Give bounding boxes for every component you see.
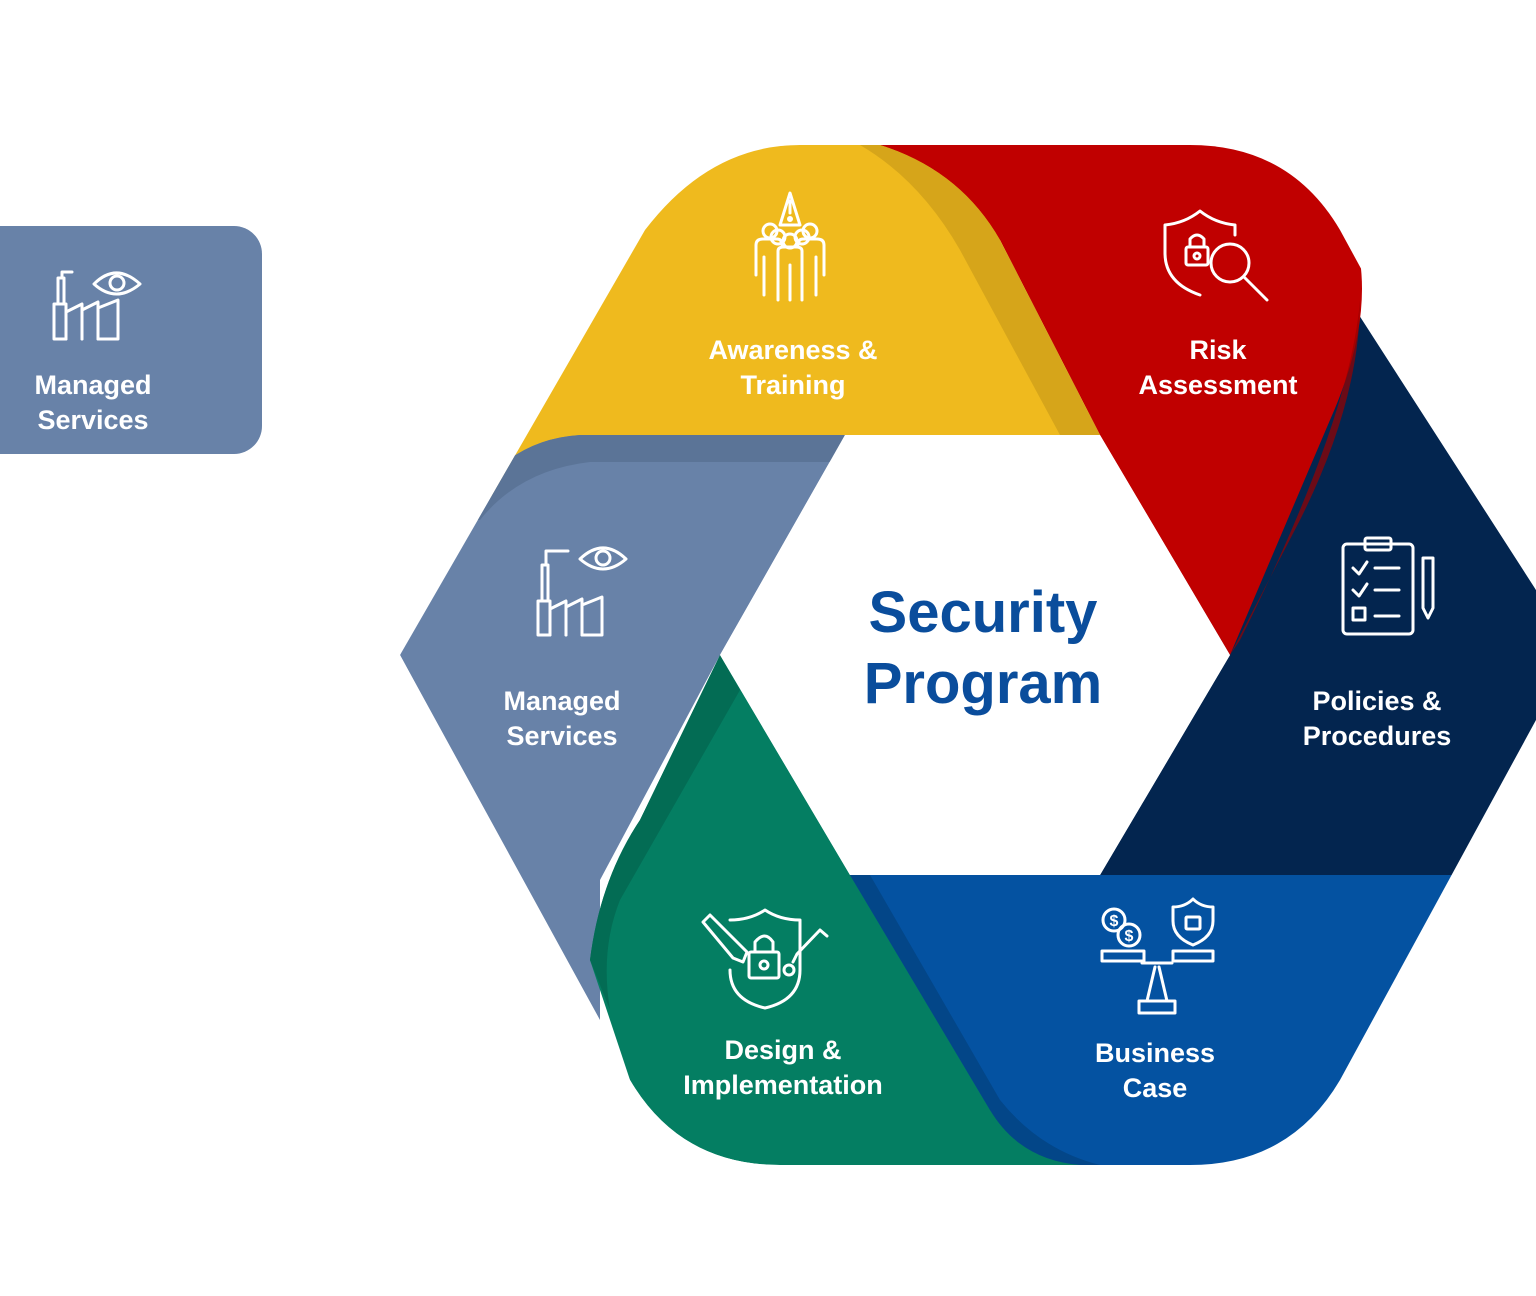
segment-policies-procedures [1100, 270, 1536, 875]
segment-managed-services-line2: Services [506, 721, 617, 751]
factory-eye-icon [52, 270, 142, 341]
segment-design-implementation [590, 655, 1100, 1165]
segment-awareness-training [460, 145, 1100, 520]
svg-text:$: $ [1125, 928, 1134, 945]
segment-risk-assessment [860, 145, 1362, 655]
segment-risk-assessment-line2: Assessment [1138, 370, 1297, 400]
segment-awareness-training-line1: Awareness & [708, 335, 877, 365]
segment-business-case-line1: Business [1095, 1038, 1215, 1068]
segment-design-implementation-line2: Implementation [683, 1070, 883, 1100]
factory-eye-icon [536, 546, 628, 637]
clipboard-checklist-icon [1341, 536, 1435, 636]
side-card-managed-services: Managed Services [0, 226, 262, 454]
svg-text:$: $ [1110, 913, 1119, 930]
segment-managed-services [400, 435, 845, 1020]
balance-scale-icon: $ $ [1100, 897, 1215, 1015]
center-title-line1: Security [869, 580, 1098, 645]
segment-policies-procedures-line1: Policies & [1312, 686, 1441, 716]
shield-lock-magnifier-icon [1163, 209, 1269, 302]
segment-business-case-line2: Case [1123, 1073, 1188, 1103]
segment-managed-services-line1: Managed [503, 686, 620, 716]
center-hexagon [720, 435, 1230, 875]
shield-tools-icon [701, 908, 829, 1010]
side-card-label: Managed Services [34, 370, 152, 435]
center-title-line2: Program [864, 651, 1103, 716]
segment-policies-procedures-line2: Procedures [1303, 721, 1452, 751]
segment-risk-assessment-line1: Risk [1189, 335, 1247, 365]
segment-design-implementation-line1: Design & [724, 1035, 841, 1065]
warning-group-icon [754, 191, 826, 302]
segment-awareness-training-line2: Training [740, 370, 845, 400]
